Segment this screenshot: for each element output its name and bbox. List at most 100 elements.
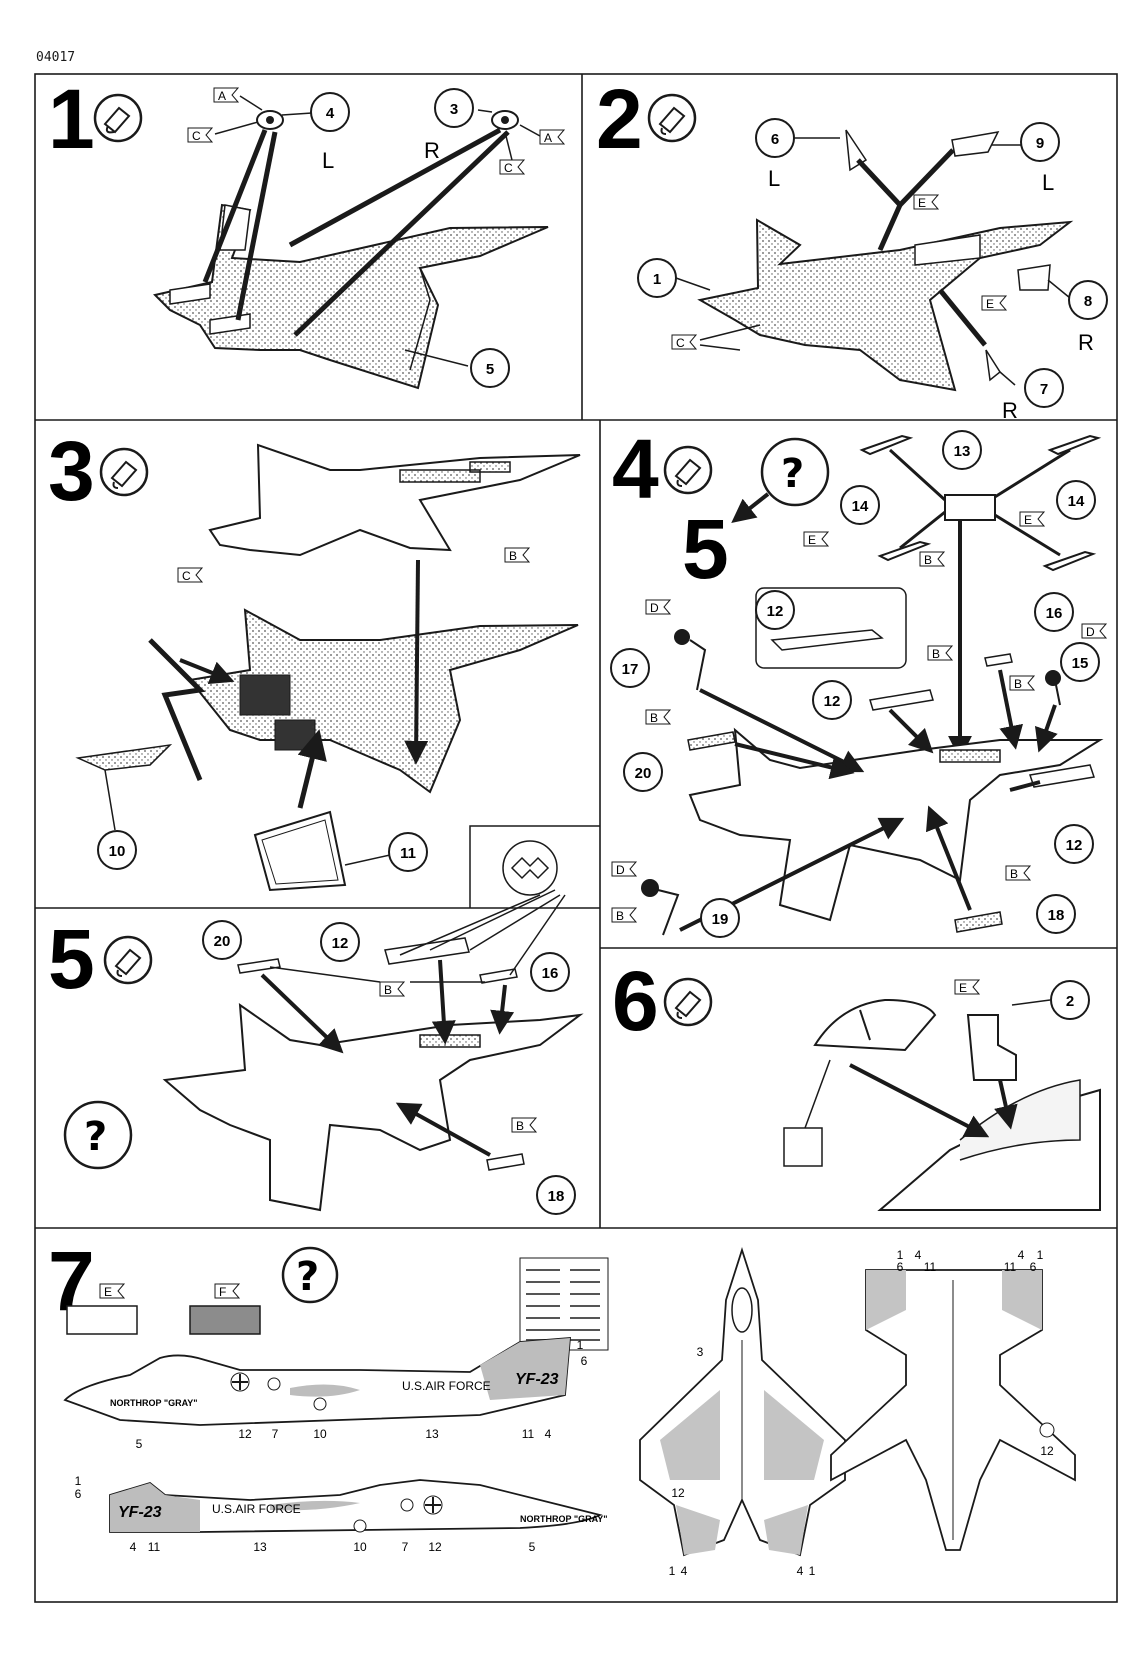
callout-4: 4 <box>326 105 335 122</box>
glue-icon <box>93 93 143 143</box>
callout-13: 13 <box>954 443 971 460</box>
label-left-2: L <box>1042 170 1054 195</box>
callout-20: 20 <box>214 933 231 950</box>
svg-text:4: 4 <box>915 1248 922 1262</box>
label-left: L <box>322 148 334 173</box>
glue-icon <box>663 445 713 495</box>
flag-b: B <box>509 549 517 563</box>
step-5: 5 ? B B <box>48 889 584 1215</box>
assembled-hull <box>208 443 581 557</box>
svg-text:5: 5 <box>136 1437 143 1451</box>
svg-text:11: 11 <box>148 1540 161 1554</box>
svg-text:NORTHROP "GRAY": NORTHROP "GRAY" <box>110 1398 198 1408</box>
callout-6: 6 <box>771 131 779 148</box>
svg-text:12: 12 <box>671 1486 685 1500</box>
step-5-number: 5 <box>48 912 95 1006</box>
flag-b-2: B <box>516 1119 524 1133</box>
svg-text:1: 1 <box>1037 1248 1044 1262</box>
step-6-number: 6 <box>612 954 659 1048</box>
part-18 <box>954 911 1003 933</box>
paint-white-swatch <box>66 1305 138 1335</box>
label-right-2: R <box>1002 398 1018 423</box>
step-2: 2 E E C <box>596 72 1108 423</box>
glue-tube-icon <box>103 106 131 134</box>
flag-e-2: E <box>986 297 994 311</box>
svg-text:4: 4 <box>1018 1248 1025 1262</box>
glue-icon <box>99 447 149 497</box>
label-right: R <box>1078 330 1094 355</box>
step-2-number: 2 <box>596 72 643 166</box>
callout-20: 20 <box>635 765 652 782</box>
flag-d-2: D <box>1086 625 1095 639</box>
paint-grey-swatch <box>189 1305 261 1335</box>
panel-frames <box>34 73 1118 1603</box>
step-7: 7 E F ? NORTHROP "GRAY" U.S.AIR FORCE <box>48 1234 1076 1578</box>
callout-17: 17 <box>622 661 639 678</box>
flag-e: E <box>918 196 926 210</box>
svg-text:4: 4 <box>797 1564 804 1578</box>
svg-text:7: 7 <box>402 1540 409 1554</box>
svg-text:10: 10 <box>313 1427 327 1441</box>
flag-b-4: B <box>650 711 658 725</box>
svg-text:12: 12 <box>428 1540 442 1554</box>
svg-text:4: 4 <box>130 1540 137 1554</box>
svg-text:12: 12 <box>1040 1444 1054 1458</box>
callout-1: 1 <box>653 271 661 288</box>
callout-11: 11 <box>400 845 416 862</box>
label-right: R <box>424 138 440 163</box>
svg-text:NORTHROP "GRAY": NORTHROP "GRAY" <box>520 1514 608 1524</box>
step-3-number: 3 <box>48 424 95 518</box>
help-icon <box>760 437 830 507</box>
part-2-seat <box>966 1014 1017 1081</box>
flag-b-3: B <box>1014 677 1022 691</box>
part-8 <box>1017 264 1051 291</box>
callout-12-inset: 12 <box>767 603 784 620</box>
svg-text:6: 6 <box>75 1487 82 1501</box>
part-20 <box>687 731 736 751</box>
callout-14-right: 14 <box>1068 493 1085 510</box>
glue-tube-icon <box>674 990 702 1019</box>
label-left: L <box>768 166 780 191</box>
svg-text:11: 11 <box>1004 1260 1017 1274</box>
svg-text:13: 13 <box>253 1540 267 1554</box>
glue-icon <box>647 93 697 143</box>
svg-text:4: 4 <box>681 1564 688 1578</box>
fuselage-part-1 <box>697 218 1074 392</box>
svg-text:3: 3 <box>697 1345 704 1359</box>
document-code: 04017 <box>36 50 76 65</box>
callout-15: 15 <box>1072 655 1089 672</box>
part-13-pylon <box>944 494 996 521</box>
flag-d-3: D <box>616 863 625 877</box>
step-4-number: 4 <box>612 422 659 516</box>
flag-e-2: E <box>1024 513 1032 527</box>
callout-12: 12 <box>824 693 841 710</box>
callout-3: 3 <box>450 101 458 118</box>
svg-text:13: 13 <box>425 1427 439 1441</box>
callout-18: 18 <box>548 1188 565 1205</box>
callout-2: 2 <box>1066 993 1074 1010</box>
svg-text:5: 5 <box>529 1540 536 1554</box>
step-6: 6 E 2 <box>612 954 1101 1211</box>
help-icon <box>281 1246 339 1304</box>
callout-19: 19 <box>712 911 729 928</box>
usaf-lettering-top: U.S.AIR FORCE <box>402 1379 491 1393</box>
flag-c-right: C <box>504 161 513 175</box>
flag-c: C <box>182 569 191 583</box>
svg-text:6: 6 <box>1030 1260 1037 1274</box>
svg-text:12: 12 <box>238 1427 252 1441</box>
svg-text:1: 1 <box>669 1564 676 1578</box>
flag-d: D <box>650 601 659 615</box>
part-10 <box>75 743 173 771</box>
flag-a: A <box>218 89 226 103</box>
callout-5: 5 <box>486 361 494 378</box>
step-1: 1 A C <box>48 72 566 390</box>
step-3: 3 C B 10 11 <box>48 424 600 908</box>
callout-16: 16 <box>542 965 559 982</box>
flag-b-5: B <box>1010 867 1018 881</box>
paint-swatch <box>783 1127 823 1167</box>
part-16 <box>984 653 1013 667</box>
callout-18: 18 <box>1048 907 1065 924</box>
help-icon-glyph: ? <box>781 451 804 497</box>
callout-7: 7 <box>1040 381 1048 398</box>
